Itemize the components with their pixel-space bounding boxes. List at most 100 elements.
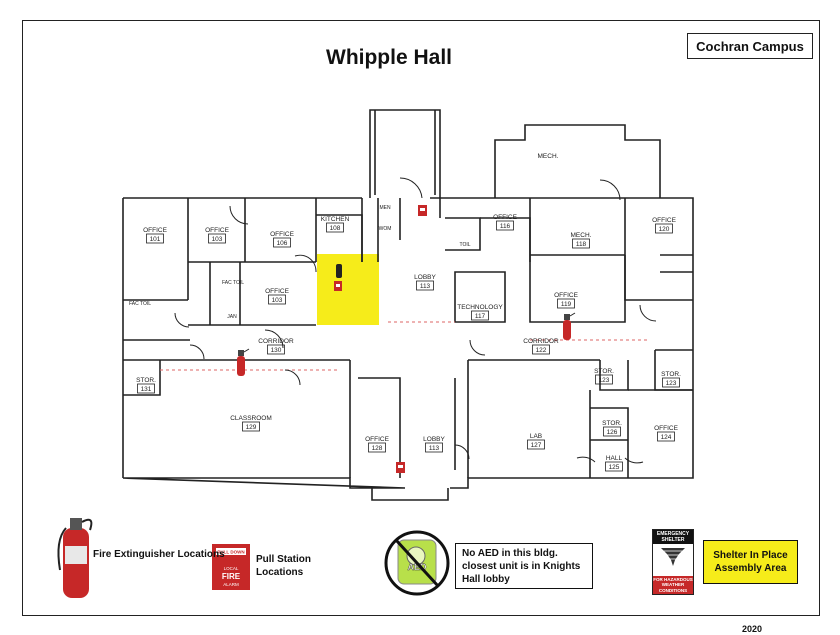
room-number-r123a: 123 (599, 377, 610, 384)
room-name-r128: OFFICE (365, 436, 389, 443)
aed-no-icon: AED (384, 530, 450, 596)
room-name-r131: STOR. (136, 377, 156, 384)
tornado-icon (661, 548, 685, 566)
room-name-r120: OFFICE (652, 217, 676, 224)
room-number-box (146, 233, 164, 244)
pull-station-icon (334, 281, 342, 291)
room-number-r130: 130 (271, 347, 282, 354)
room-number-r123b: 123 (666, 380, 677, 387)
pull-sign-top: PULL DOWN (217, 550, 244, 555)
room-number-box (208, 233, 226, 244)
room-number-box (557, 298, 575, 309)
room-number-box (368, 442, 386, 453)
room-name-r113b: LOBBY (423, 436, 445, 443)
shelter-zone (317, 254, 379, 325)
room-name-r116: OFFICE (493, 214, 517, 221)
room-name-r123b: STOR. (661, 371, 681, 378)
room-number-box (532, 344, 550, 355)
room-number-r125: 125 (609, 464, 620, 471)
room-name-r123a: STOR. (594, 368, 614, 375)
legend-extinguisher-text: Fire Extinguisher Locations (93, 549, 225, 560)
room-number-r103b: 103 (272, 297, 283, 304)
room-number-r129: 129 (246, 424, 257, 431)
room-number-r120: 120 (659, 226, 670, 233)
room-number-box (137, 383, 155, 394)
room-number-box (527, 439, 545, 450)
room-number-box (273, 237, 291, 248)
room-number-box (326, 222, 344, 233)
room-number-box (662, 377, 680, 388)
toil-label: TOIL (459, 242, 470, 248)
room-number-r113a: 113 (420, 283, 431, 290)
room-number-r119: 119 (561, 301, 572, 308)
room-number-r128: 128 (372, 445, 383, 452)
room-number-box (425, 442, 443, 453)
room-number-box (603, 426, 621, 437)
pull-sign-bottom: ALARM (223, 582, 239, 587)
room-number-r116: 116 (500, 223, 511, 230)
room-number-box (471, 310, 489, 321)
room-name-r124: OFFICE (654, 425, 678, 432)
room-number-r122: 122 (536, 347, 547, 354)
room-name-r126: STOR. (602, 420, 622, 427)
pull-sign-mid: LOCAL (224, 566, 239, 571)
corridor-dashes (160, 321, 650, 371)
room-number-r101: 101 (150, 236, 161, 243)
room-name-r101: OFFICE (143, 227, 167, 234)
campus-label: Cochran Campus (687, 33, 813, 59)
door-arcs (174, 177, 657, 464)
fire-extinguisher-icon (237, 348, 250, 376)
room-number-r106: 106 (277, 240, 288, 247)
men-label: MEN (379, 205, 391, 211)
room-number-r127: 127 (531, 442, 542, 449)
room-name-r108: KITCHEN (321, 216, 350, 223)
room-number-box (268, 294, 286, 305)
room-number-r131: 131 (141, 386, 152, 393)
room-name-r106: OFFICE (270, 231, 294, 238)
room-number-r108: 108 (330, 225, 341, 232)
room-number-box (572, 238, 590, 249)
room-name-r127: LAB (530, 433, 542, 440)
room-number-box (267, 344, 285, 355)
room-name-r103b: OFFICE (265, 288, 289, 295)
fire-extinguisher-icon (336, 264, 342, 278)
aed-icon-text: AED (407, 562, 427, 572)
fire-extinguisher-icon (563, 312, 576, 340)
jan-label: JAN (227, 314, 237, 320)
room-name-r122: CORRIDOR (523, 338, 559, 345)
shelter-sign-bottom: FOR HAZARDOUS WEATHER CONDITIONS (653, 575, 693, 594)
room-name-r118: MECH. (571, 232, 592, 239)
room-number-r126: 126 (607, 429, 618, 436)
pull-station-icon (396, 462, 405, 473)
room-name-r113a: LOBBY (414, 274, 436, 281)
room-number-box (657, 431, 675, 442)
aed-note: No AED in this bldg. closest unit is in … (455, 543, 593, 589)
map-frame (22, 20, 820, 616)
room-number-box (242, 421, 260, 432)
legend-fire-extinguisher-icon (57, 518, 93, 598)
fac-toil-label-b: FAC TOIL (222, 280, 244, 286)
legend-pull-station-text: Pull Station Locations (256, 554, 311, 578)
legend-pull-station-icon: PULL DOWN LOCAL FIRE ALARM (212, 544, 250, 590)
emergency-shelter-sign: EMERGENCY SHELTER FOR HAZARDOUS WEATHER … (652, 529, 694, 595)
year-label: 2020 (742, 624, 763, 634)
building-title: Whipple Hall (326, 46, 452, 69)
room-name-r130: CORRIDOR (258, 338, 294, 345)
room-number-box (496, 220, 514, 231)
room-number-r103a: 103 (212, 236, 223, 243)
fac-toil-label-a: FAC TOIL (129, 301, 151, 307)
walls (122, 109, 694, 501)
pull-sign-fire: FIRE (222, 572, 241, 581)
room-number-box (655, 223, 673, 234)
mech-top-label: MECH. (538, 153, 559, 160)
room-name-r129: CLASSROOM (230, 415, 272, 422)
shelter-area-legend: Shelter In Place Assembly Area (703, 540, 798, 584)
room-number-r124: 124 (661, 434, 672, 441)
room-name-r119: OFFICE (554, 292, 578, 299)
shelter-sign-top: EMERGENCY SHELTER (653, 530, 693, 544)
room-number-r118: 118 (576, 241, 587, 248)
room-number-r117: 117 (475, 313, 486, 320)
room-number-box (595, 374, 613, 385)
room-name-r103a: OFFICE (205, 227, 229, 234)
room-name-r125: HALL (606, 455, 623, 462)
